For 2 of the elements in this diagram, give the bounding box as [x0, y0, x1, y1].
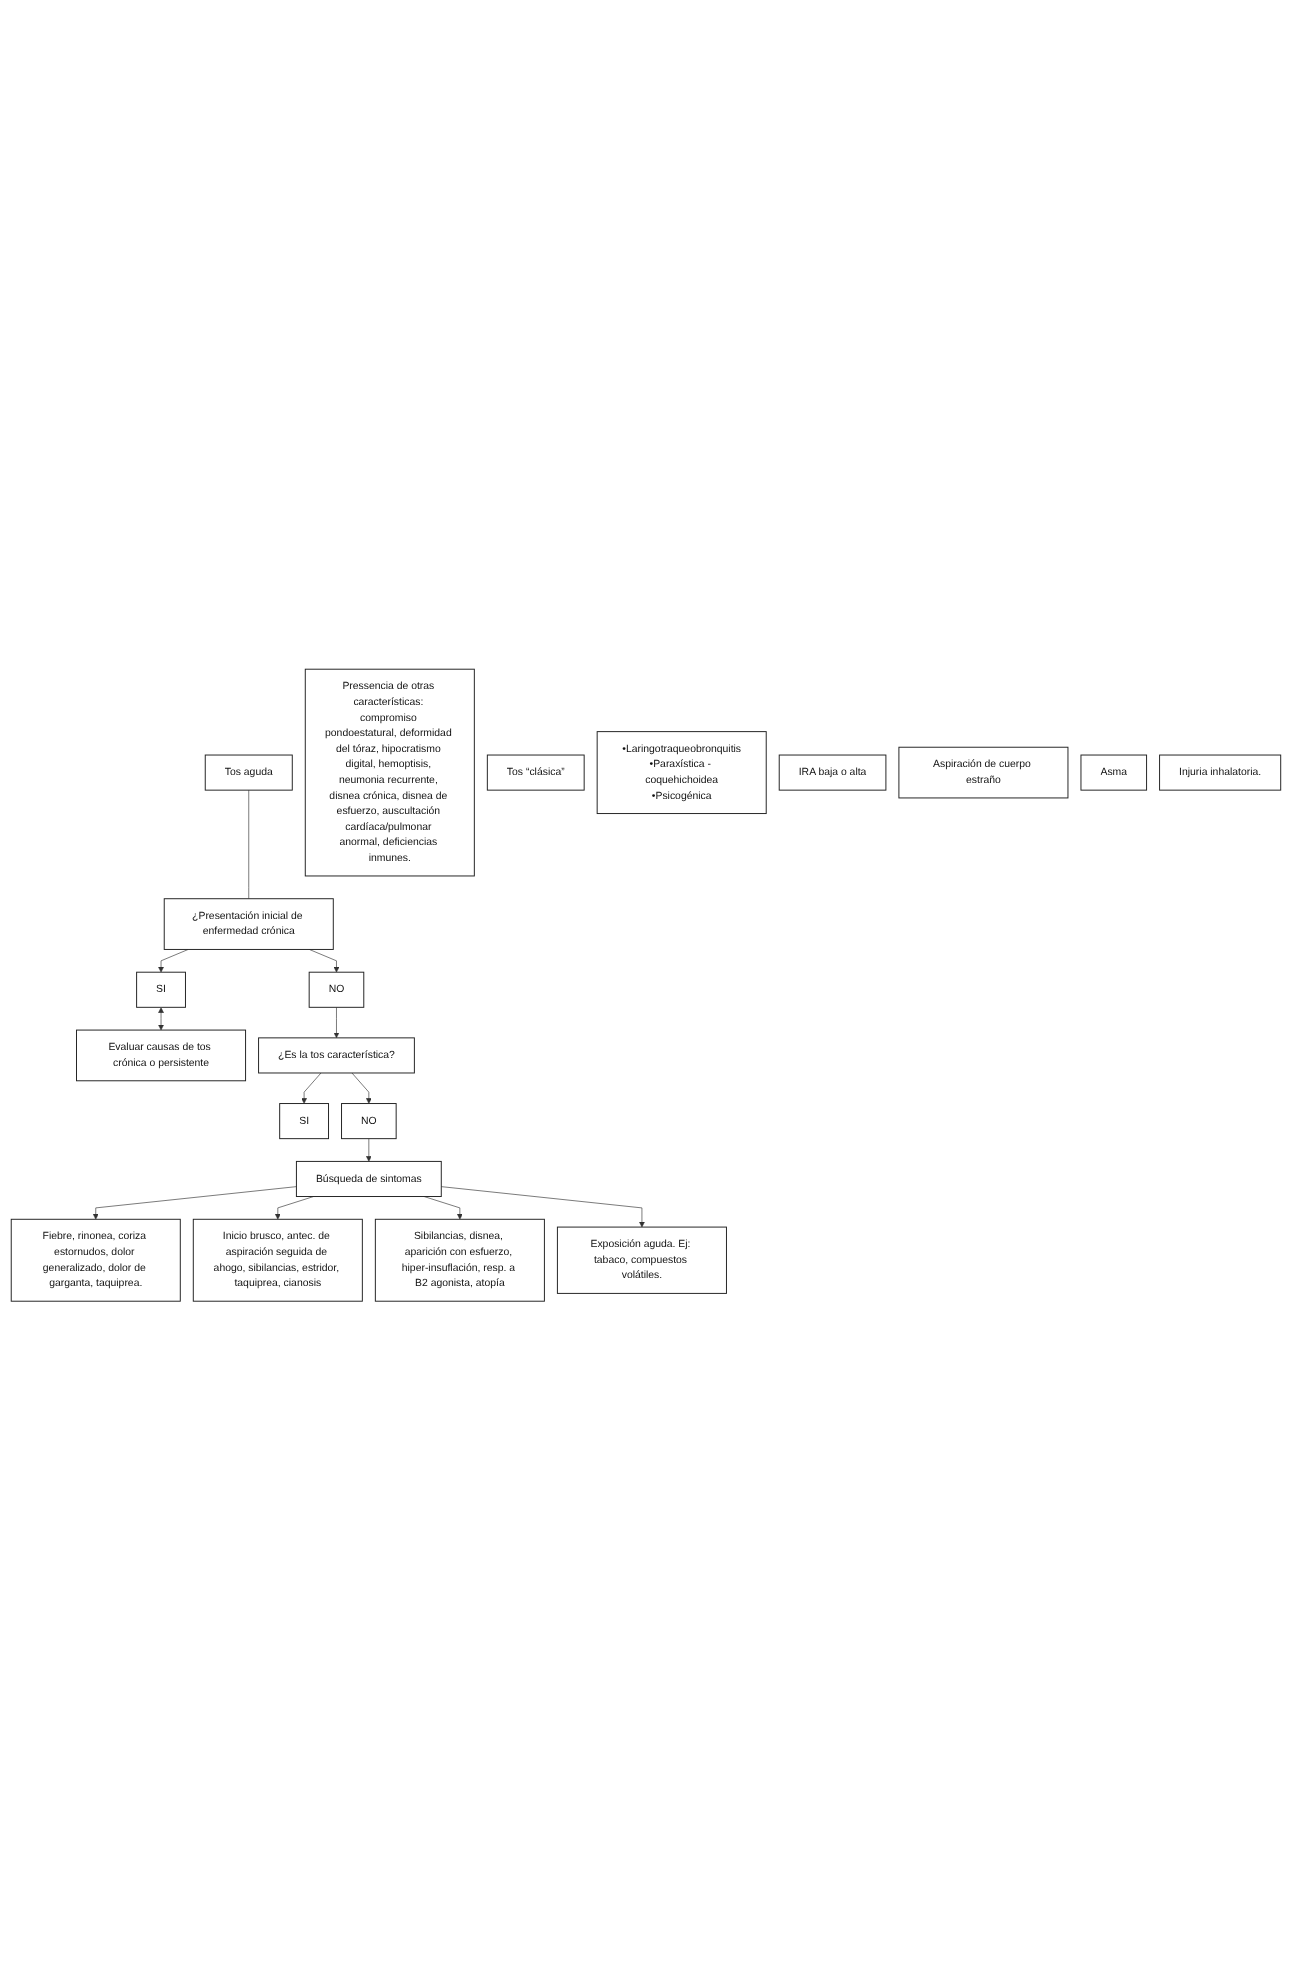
connector — [248, 790, 250, 900]
arrow — [158, 1008, 164, 1032]
